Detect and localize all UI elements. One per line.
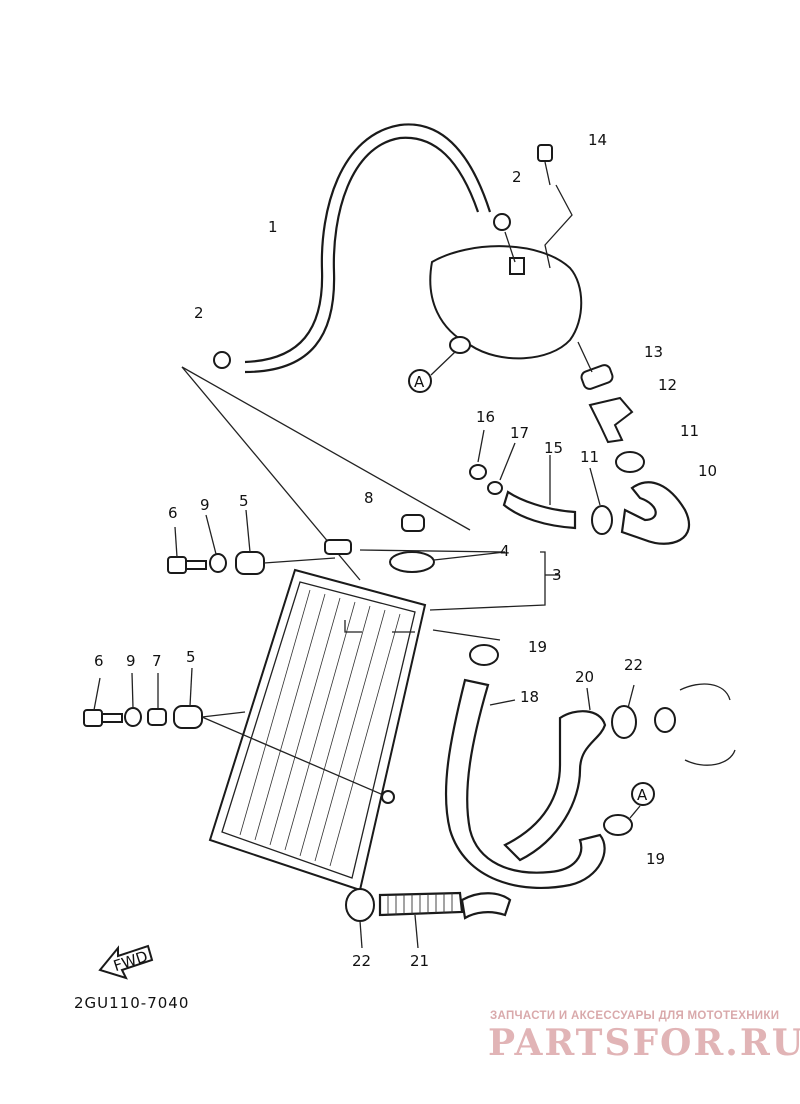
callout-12: 12 <box>658 376 677 394</box>
fitting-12 <box>588 396 634 444</box>
callout-5: 5 <box>239 492 249 510</box>
callout-6: 6 <box>168 504 178 522</box>
clamp-2-top <box>493 213 511 231</box>
radiator-mount-boss <box>381 790 395 804</box>
callout-7: 7 <box>152 652 162 670</box>
o-ring-16 <box>469 464 487 480</box>
clamp-2-left <box>213 351 231 369</box>
callout-2: 2 <box>194 304 204 322</box>
hose-10 <box>620 481 691 545</box>
hose-18 <box>444 678 606 889</box>
callout-18: 18 <box>520 688 539 706</box>
washer-9-side <box>124 707 142 727</box>
callout-1: 1 <box>268 218 278 236</box>
radiator-neck <box>324 539 352 555</box>
callout-4: 4 <box>500 542 510 560</box>
watermark-brand: PARTSFOR.RU <box>488 1022 800 1064</box>
overflow-hose-1 <box>244 123 492 364</box>
callout-15: 15 <box>544 439 563 457</box>
tank-outlet <box>449 336 471 354</box>
callout-5: 5 <box>186 648 196 666</box>
watermark-tagline: ЗАПЧАСТИ И АКСЕССУАРЫ ДЛЯ МОТОТЕХНИКИ <box>490 1010 780 1022</box>
drawing-code: 2GU110-7040 <box>74 994 190 1012</box>
callout-8: 8 <box>364 489 374 507</box>
radiator-cap-4 <box>389 551 435 573</box>
bolt-6-top <box>167 556 187 574</box>
clamp-22-bottom <box>345 888 375 922</box>
callout-9: 9 <box>200 496 210 514</box>
reserve-tank <box>429 245 583 360</box>
washer-9-top <box>209 553 227 573</box>
damper-5-side <box>173 705 203 729</box>
clamp-11-right <box>615 451 645 473</box>
bolt-14 <box>537 144 553 162</box>
callout-16: 16 <box>476 408 495 426</box>
tank-nipple <box>509 257 525 275</box>
callout-13: 13 <box>644 343 663 361</box>
callout-21: 21 <box>410 952 429 970</box>
callout-9: 9 <box>126 652 136 670</box>
clamp-19-upper <box>469 644 499 666</box>
radiator-fins <box>239 589 401 867</box>
callout-17: 17 <box>510 424 529 442</box>
callout-6: 6 <box>94 652 104 670</box>
callout-22: 22 <box>352 952 371 970</box>
callout-11: 11 <box>580 448 599 466</box>
clamp-19-lower <box>603 814 633 836</box>
callout-2: 2 <box>512 168 522 186</box>
callout-14: 14 <box>588 131 607 149</box>
clamp-11-left <box>591 505 613 535</box>
gasket-13 <box>580 364 614 390</box>
collar-7 <box>147 708 167 726</box>
callout-19: 19 <box>528 638 547 656</box>
grommet-8 <box>401 514 425 532</box>
svg-text:A: A <box>414 373 425 391</box>
hose-21 <box>378 891 464 917</box>
callout-22: 22 <box>624 656 643 674</box>
o-ring-17 <box>487 481 503 495</box>
callout-20: 20 <box>575 668 594 686</box>
pipe-15 <box>502 490 577 530</box>
clamp-22-right <box>611 705 637 739</box>
damper-5-top <box>235 551 265 575</box>
callout-10: 10 <box>698 462 717 480</box>
marker-a-left: A <box>408 351 456 393</box>
marker-a-right: A <box>631 782 655 806</box>
callout-11: 11 <box>680 422 699 440</box>
callout-19: 19 <box>646 850 665 868</box>
bolt-6-side <box>83 709 103 727</box>
engine-outlet <box>654 707 676 733</box>
fwd-arrow-icon: FWD <box>98 944 154 980</box>
hose-20 <box>503 710 607 862</box>
svg-text:A: A <box>637 786 648 804</box>
radiator-3 <box>208 568 427 892</box>
callout-3: 3 <box>552 566 562 584</box>
